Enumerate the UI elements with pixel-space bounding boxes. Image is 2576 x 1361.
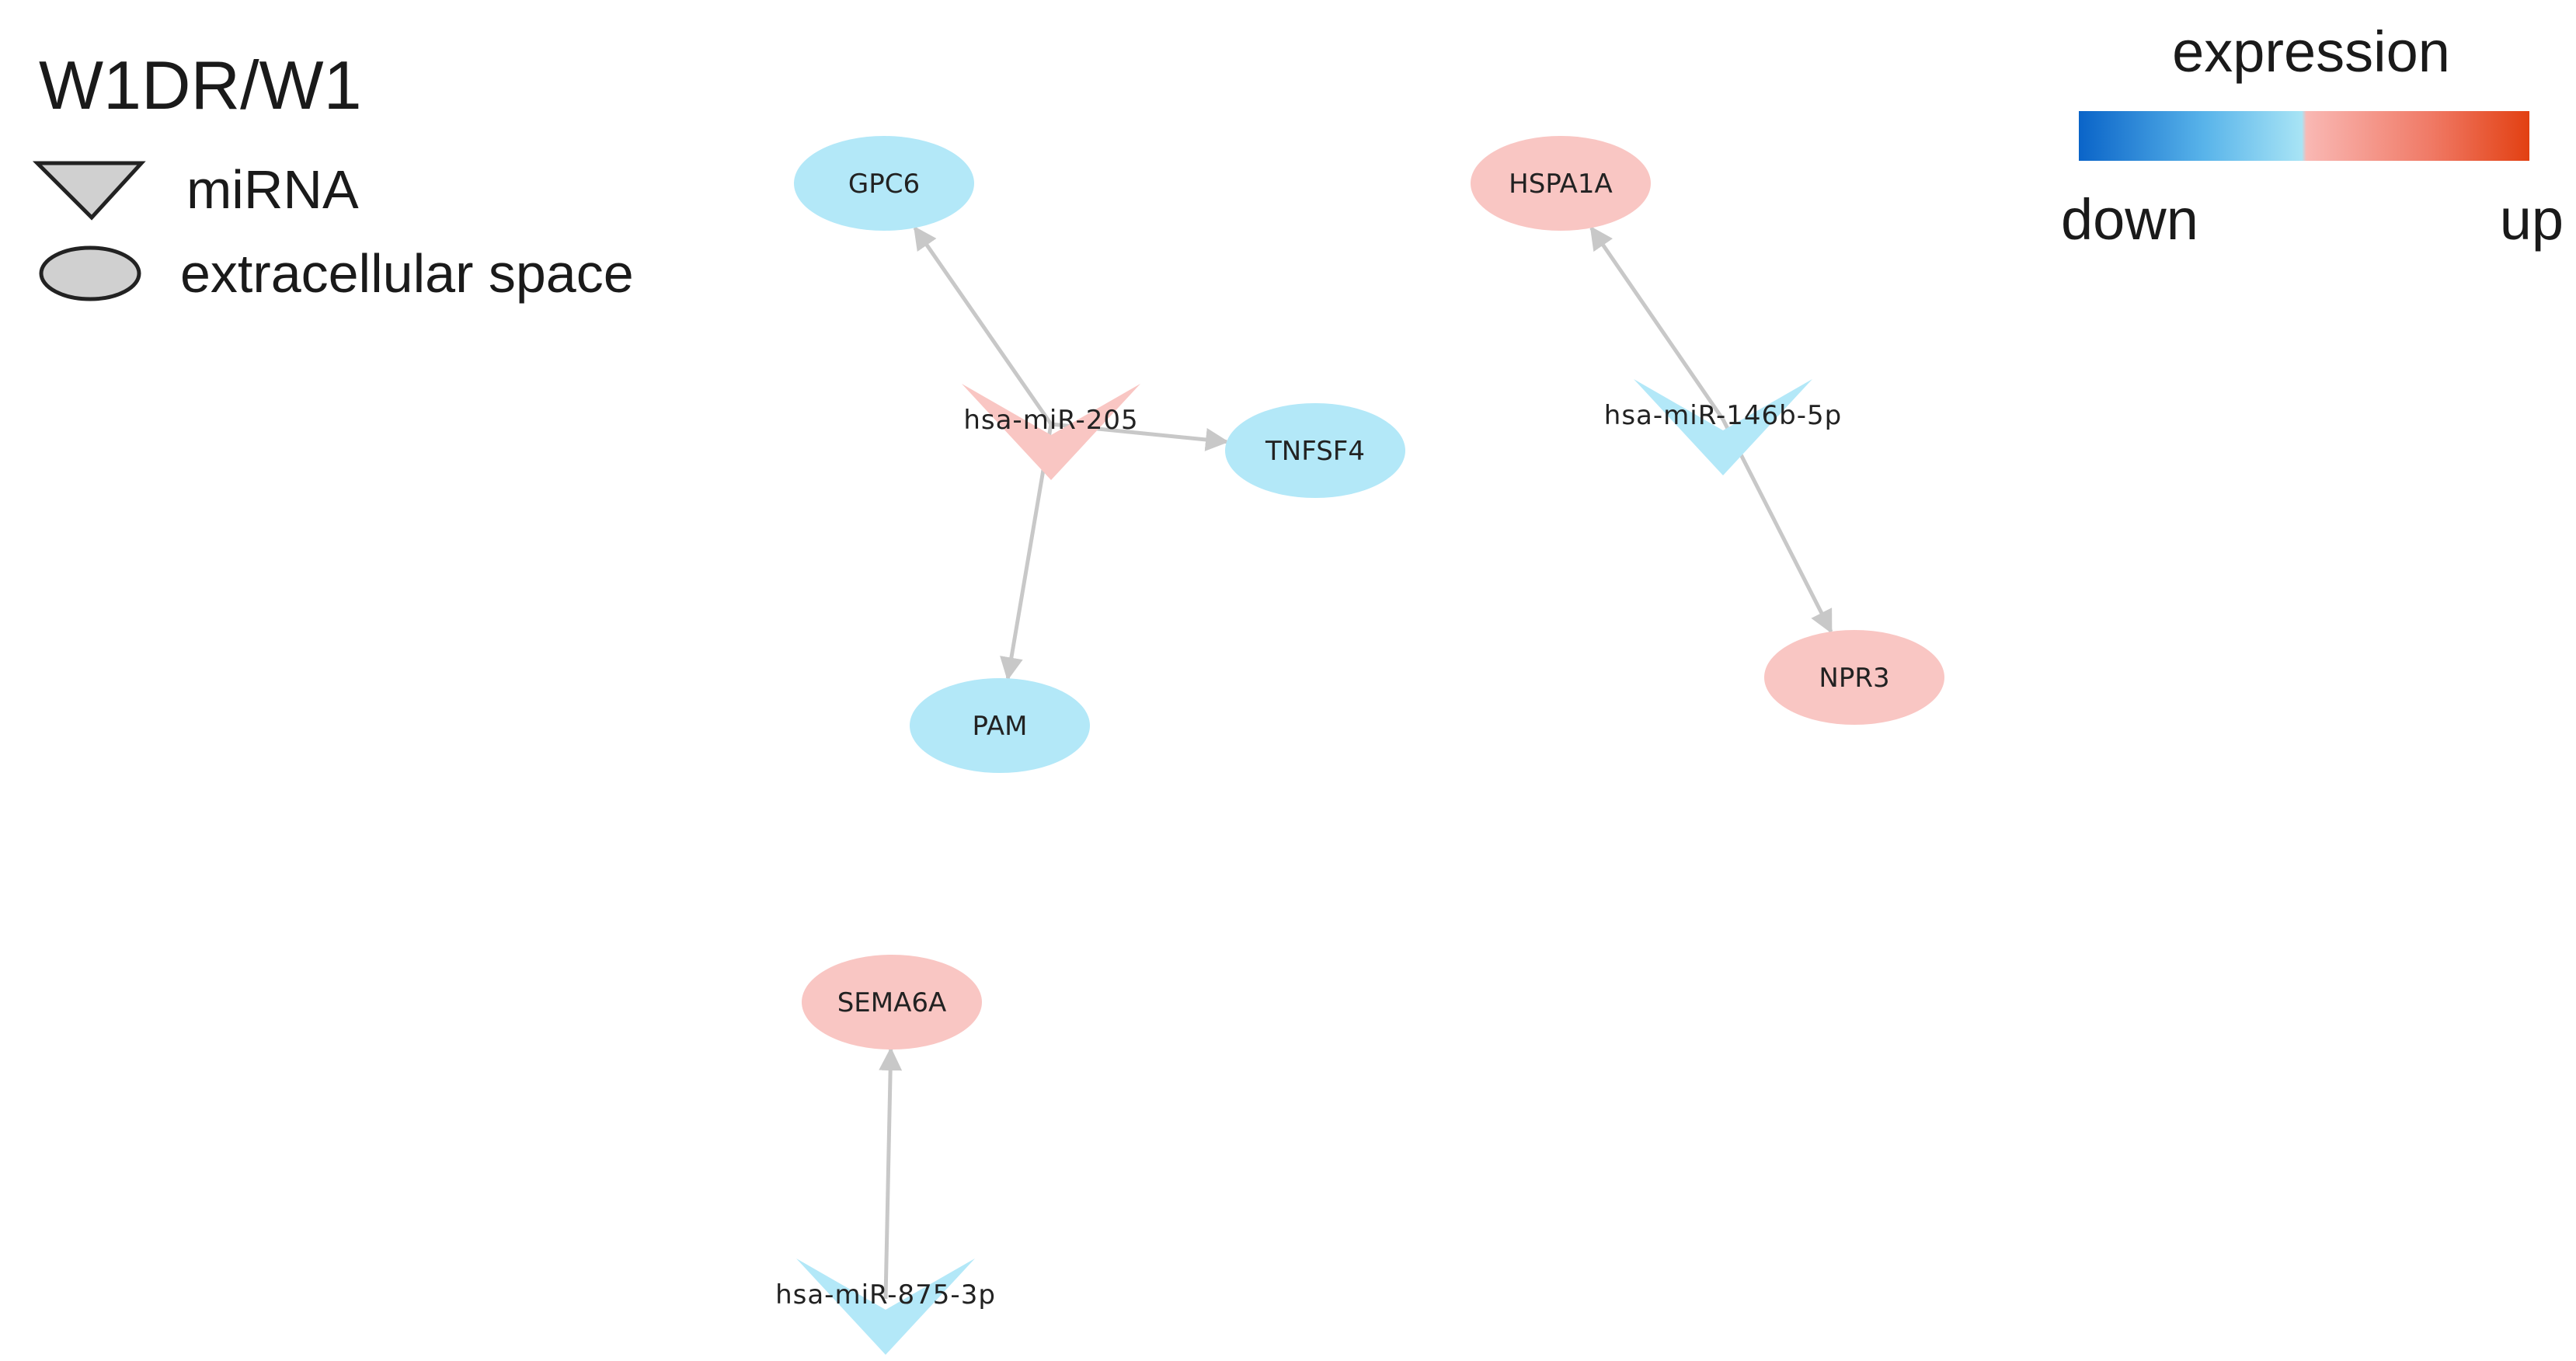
color-scale-high-label: up <box>2500 187 2564 252</box>
gene-label: NPR3 <box>1819 663 1889 694</box>
gene-label: SEMA6A <box>837 987 947 1018</box>
legend-mirna-row: miRNA <box>32 159 359 221</box>
gene-node-hspa1a[interactable]: HSPA1A <box>1471 136 1651 231</box>
gene-ellipse <box>910 678 1090 773</box>
mirna-node-mir875[interactable]: hsa-miR-875-3p <box>775 1258 996 1355</box>
gene-label: PAM <box>973 711 1028 742</box>
gene-node-npr3[interactable]: NPR3 <box>1764 630 1944 725</box>
color-scale-low-label: down <box>2061 187 2198 252</box>
mirna-chevron <box>796 1258 975 1355</box>
diagram-title: W1DR/W1 <box>39 47 362 124</box>
edge-mir205-to-gpc6 <box>913 225 1053 426</box>
color-scale-bar <box>2079 111 2529 161</box>
mirna-label: hsa-miR-205 <box>963 405 1138 436</box>
gene-ellipse <box>1764 630 1944 725</box>
edge-mir146b-to-hspa1a <box>1589 225 1725 421</box>
gene-label: GPC6 <box>848 169 920 200</box>
mirna-chevron <box>962 384 1140 480</box>
legend-gene-row: extracellular space <box>39 243 634 304</box>
gene-ellipse <box>1225 403 1405 498</box>
gene-node-gpc6[interactable]: GPC6 <box>794 136 974 231</box>
gene-label: TNFSF4 <box>1265 436 1365 467</box>
legend: W1DR/W1 miRNA extracellular space <box>32 47 634 304</box>
legend-mirna-label: miRNA <box>186 159 359 220</box>
gene-ellipse <box>1471 136 1651 231</box>
expression-color-scale: expression down up <box>2061 19 2564 252</box>
mirna-node-mir205[interactable]: hsa-miR-205 <box>962 384 1140 480</box>
legend-gene-label: extracellular space <box>180 243 634 304</box>
gene-node-sema6a[interactable]: SEMA6A <box>802 955 982 1049</box>
mirna-label: hsa-miR-875-3p <box>775 1279 996 1311</box>
color-scale-title: expression <box>2172 19 2450 84</box>
mirna-node-mir146b[interactable]: hsa-miR-146b-5p <box>1604 379 1842 475</box>
gene-ellipse <box>802 955 982 1049</box>
mirna-shape-icon <box>32 161 146 221</box>
mirna-label: hsa-miR-146b-5p <box>1604 400 1842 431</box>
gene-node-tnfsf4[interactable]: TNFSF4 <box>1225 403 1405 498</box>
gene-ellipse <box>794 136 974 231</box>
gene-label: HSPA1A <box>1509 169 1613 200</box>
edge-mir875-to-sema6a <box>879 1046 903 1300</box>
mirna-chevron <box>1634 379 1812 475</box>
gene-node-pam[interactable]: PAM <box>910 678 1090 773</box>
extracellular-space-ellipse-icon <box>39 245 141 301</box>
